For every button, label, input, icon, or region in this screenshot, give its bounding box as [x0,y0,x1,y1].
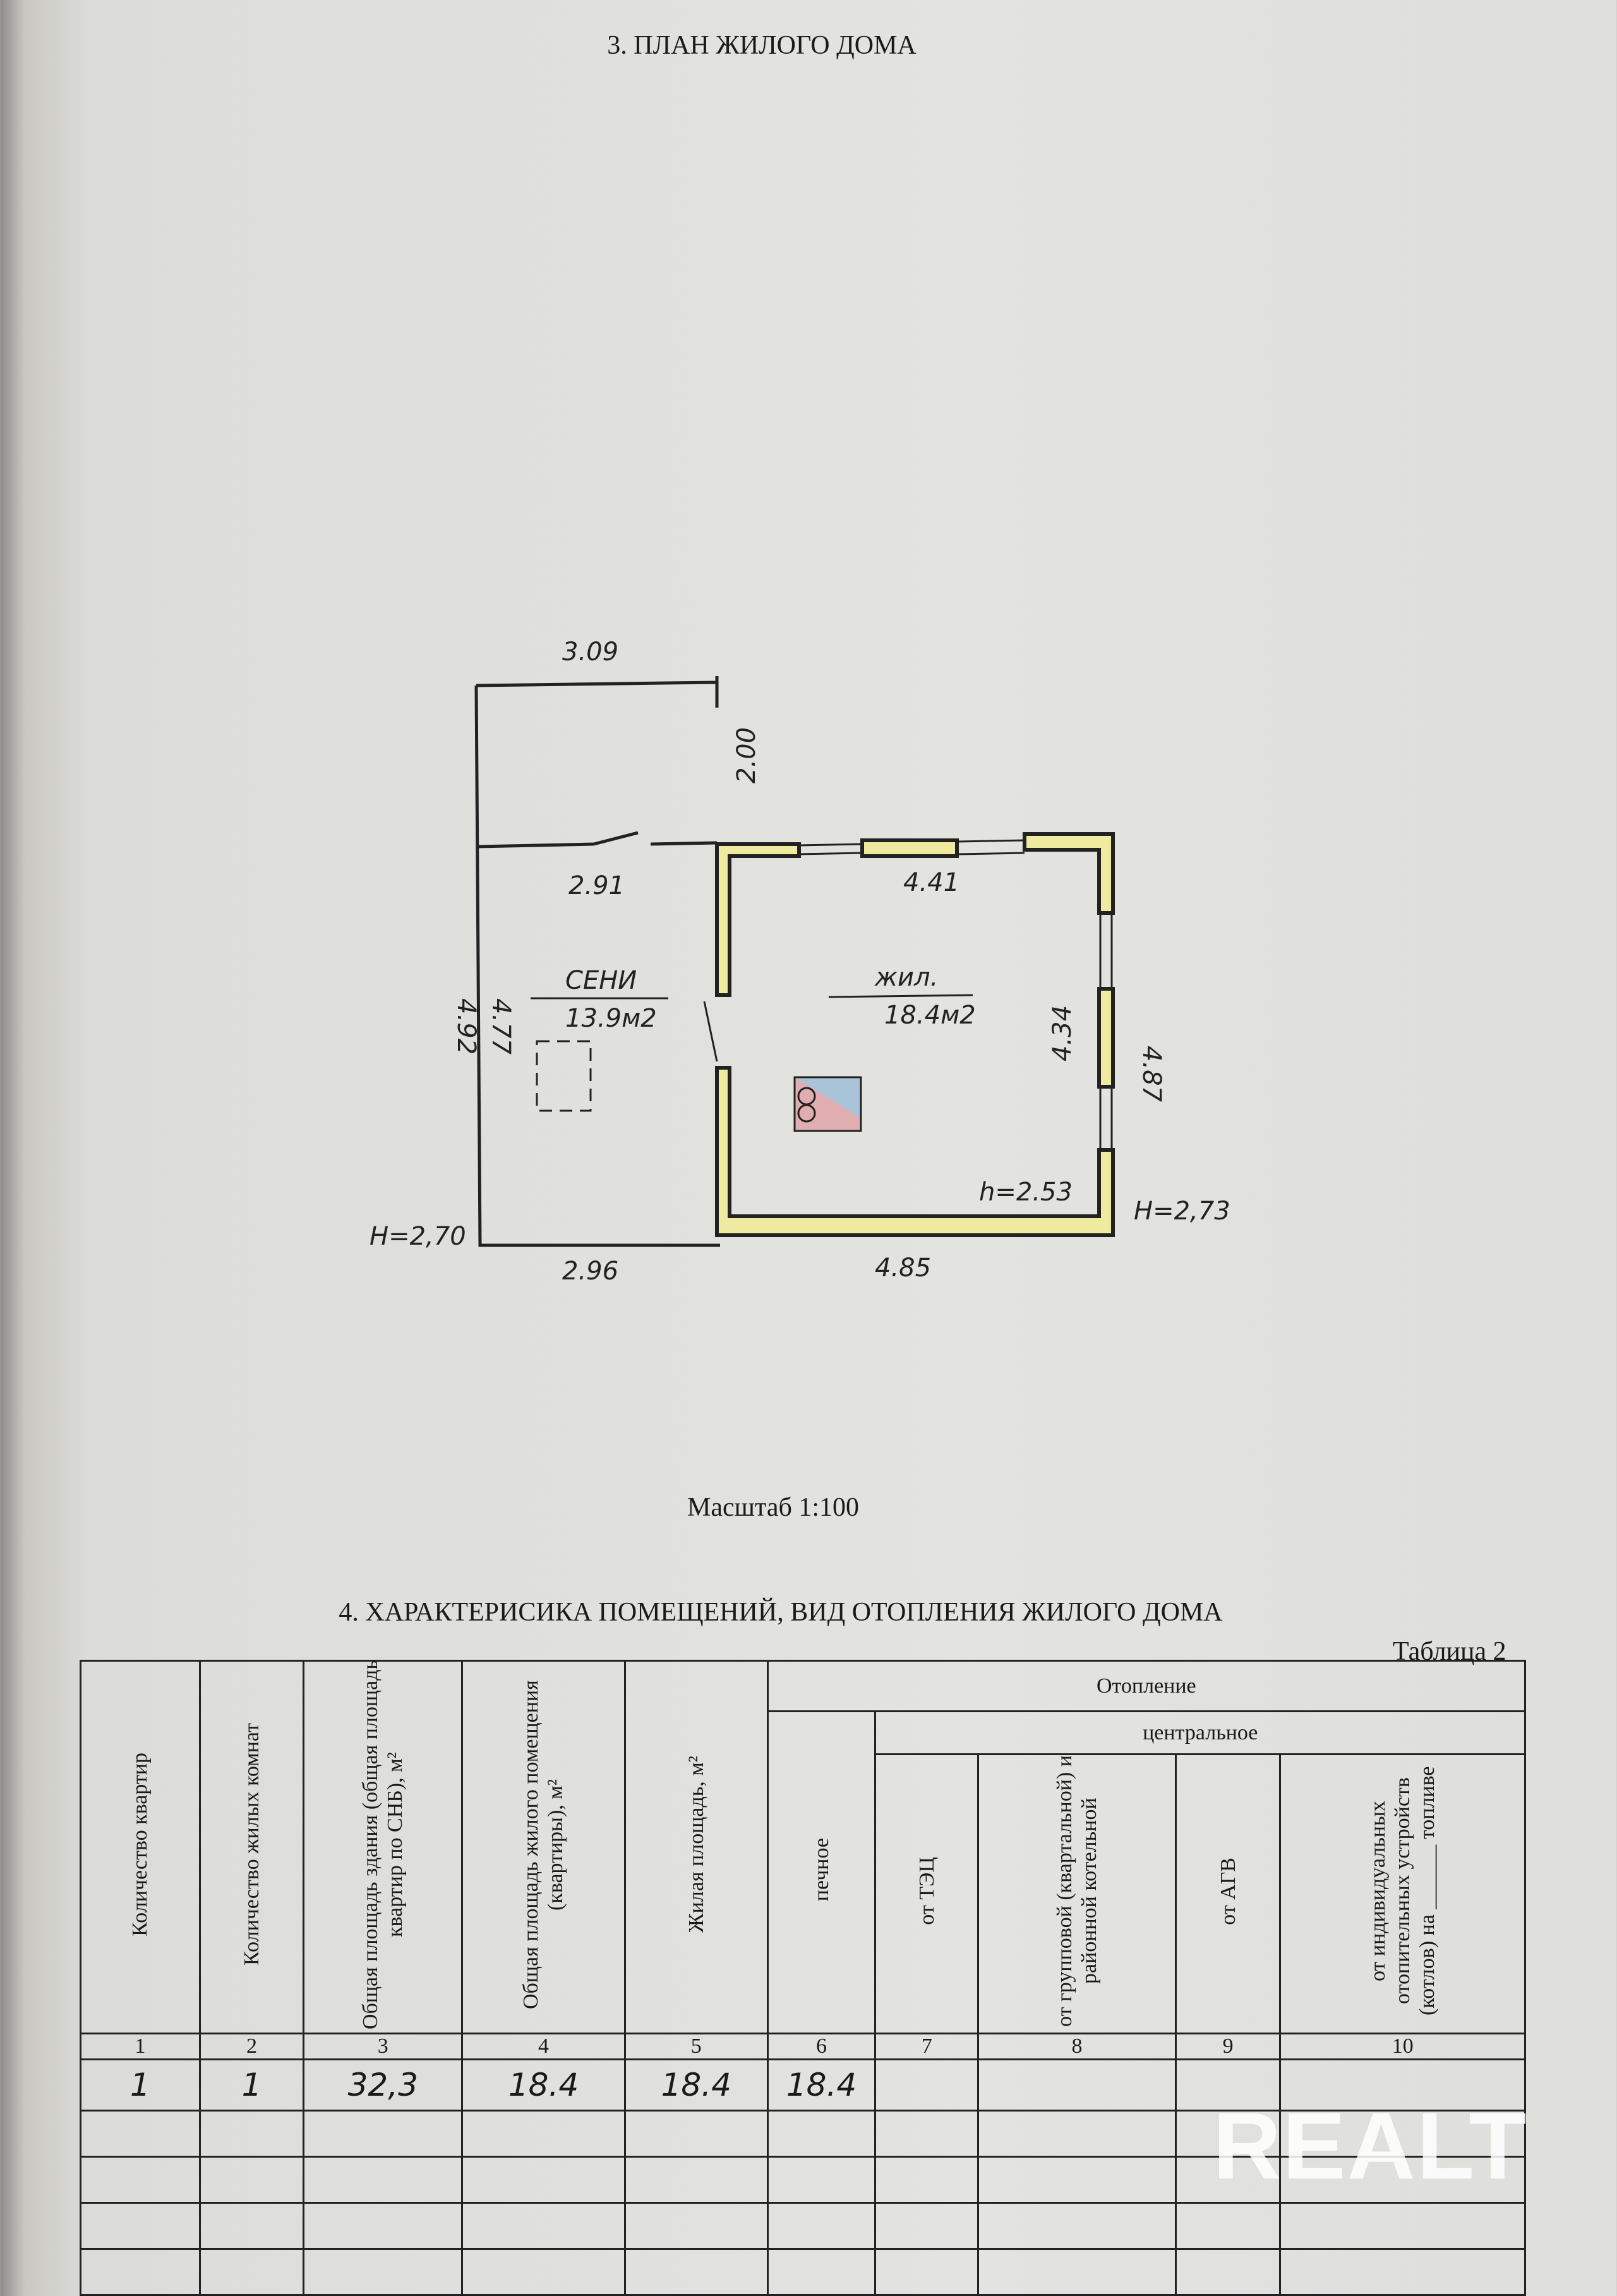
height-inner: h=2.53 [979,1178,1073,1207]
dim-living-bottom: 4.85 [875,1254,931,1283]
col-num: 1 [80,2033,201,2060]
scale-label: Масштаб 1:100 [687,1493,860,1522]
room-living-name: жил. [874,963,938,992]
cell [1279,2058,1526,2112]
living-walls [715,832,1115,1237]
col-num: 3 [303,2033,464,2060]
header-agv: от АГВ [1216,1857,1240,1925]
cell: 32,3 [303,2058,464,2112]
seni-partition [476,831,718,849]
header-boiler-house: от групповой (квартальной) и районной ко… [1052,1755,1101,2027]
seni-wall [474,685,720,1247]
table-row-empty [80,2156,1526,2204]
room-seni-area: 13.9м2 [565,1004,657,1033]
col-num: 2 [198,2033,305,2060]
room-seni-name: СЕНИ [565,966,637,995]
table-row-empty [80,2202,1526,2250]
header-rooms: Количество жилых комнат [240,1723,263,1966]
header-individual: от индивидуальных отопительных устройств… [1366,1766,1440,2016]
height-right: H=2,73 [1134,1197,1230,1226]
col-num: 7 [874,2033,980,2060]
section-4-title: 4. ХАРАКТЕРИСИКА ПОМЕЩЕНИЙ, ВИД ОТОПЛЕНИ… [339,1598,1223,1627]
header-central: центральное [874,1710,1526,1755]
header-living-area: Жилая площадь, м² [684,1756,708,1933]
dim-annex-side: 2.00 [732,727,761,783]
col-num: 9 [1174,2033,1282,2060]
header-heating: Отопление [766,1660,1527,1712]
cell: 18.4 [461,2058,626,2112]
col-num: 10 [1279,2033,1526,2060]
cell [1174,2058,1282,2112]
section-3-title: 3. ПЛАН ЖИЛОГО ДОМА [607,31,917,60]
col-num: 8 [977,2033,1177,2060]
dim-living-outer-right: 4.87 [1137,1046,1166,1103]
cell [977,2058,1177,2112]
annex-wall [476,676,719,708]
cell: 1 [198,2058,305,2112]
dim-seni-top: 2.91 [568,871,625,900]
table-row-empty [80,2110,1526,2158]
header-stove: печное [810,1837,833,1902]
col-num: 5 [623,2033,769,2060]
dim-left-inner: 4.77 [486,998,515,1055]
dim-top-annex: 3.09 [562,637,618,667]
col-num: 6 [766,2033,877,2060]
room-living-area: 18.4м2 [884,1001,976,1030]
floor-plan: 3.09 2.00 2.91 4.41 4.34 4.87 4.92 4.77 … [370,637,1230,1286]
realt-watermark: REALT [1213,2093,1528,2199]
header-total-building-area: Общая площадь здания (общая площадь квар… [359,1659,407,2029]
header-apartments: Количество квартир [128,1752,152,1936]
cell: 18.4 [766,2058,877,2112]
dim-living-top: 4.41 [903,868,959,897]
cell [874,2058,980,2112]
dim-living-inner-right: 4.34 [1048,1005,1077,1061]
dim-left-outer: 4.92 [452,998,481,1054]
col-num: 4 [461,2033,626,2060]
stove-icon [793,1076,862,1132]
header-total-dwelling-area: Общая площадь жилого помещения (квартиры… [519,1679,568,2009]
dim-seni-bottom: 2.96 [562,1257,618,1286]
cell: 1 [80,2058,201,2112]
cell: 18.4 [623,2058,769,2112]
header-tec: от ТЭЦ [915,1857,939,1925]
table-row-empty [80,2248,1526,2296]
rooms-heating-table: Количество квартир Количество жилых комн… [80,1659,1527,2296]
height-left: H=2,70 [370,1222,466,1251]
